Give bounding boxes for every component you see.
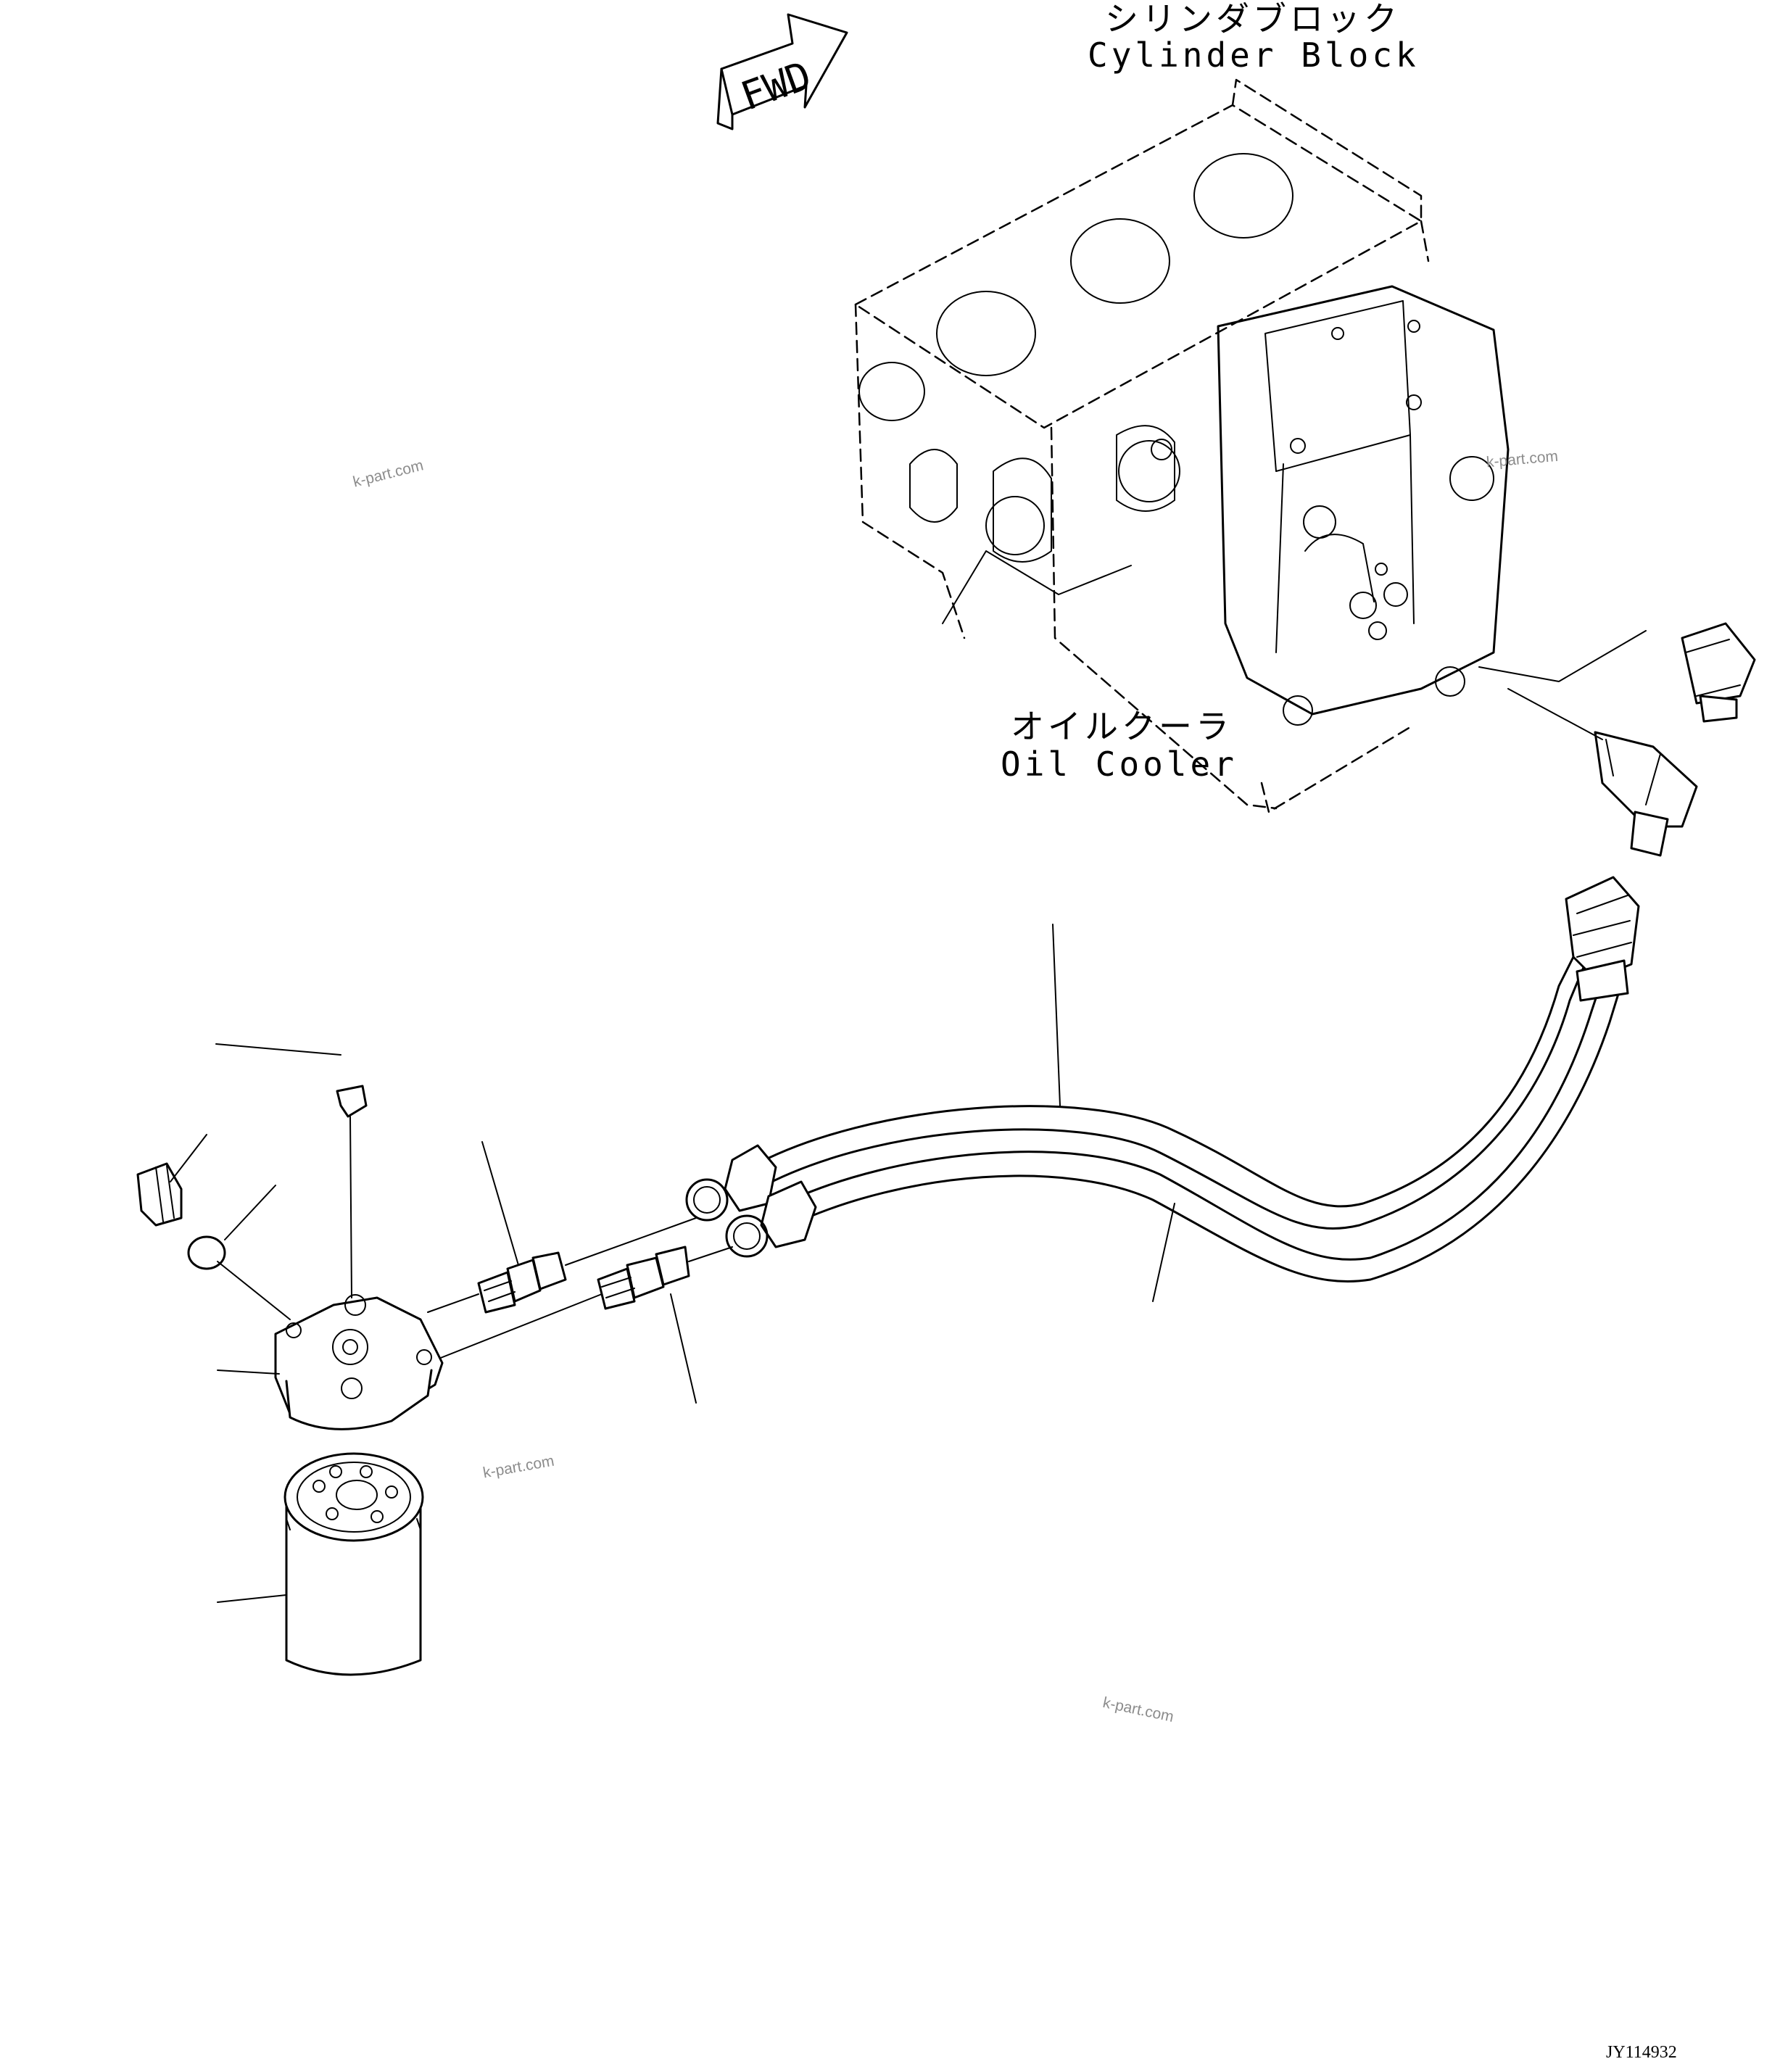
lower-leader-to-elbow bbox=[1507, 688, 1603, 740]
cylinder-block-outline bbox=[854, 78, 1430, 813]
plug-top bbox=[336, 1085, 368, 1298]
cylinder-block-label-en: Cylinder Block bbox=[1088, 36, 1420, 75]
oil-cooler-body bbox=[1217, 285, 1510, 726]
upper-leader-to-elbow bbox=[1478, 630, 1647, 682]
o-ring bbox=[187, 1235, 291, 1320]
oil-filter-head bbox=[274, 1294, 444, 1430]
drawing-code: JY114932 bbox=[1606, 2043, 1677, 2062]
oil-cooler-label-jp: オイルクーラ bbox=[1011, 707, 1233, 746]
oil-cooler-hoses bbox=[685, 876, 1640, 1282]
cylinder-block-label-jp: シリンダブロック bbox=[1105, 0, 1401, 38]
watermark-3: k-part.com bbox=[481, 1453, 555, 1482]
watermark-1: k-part.com bbox=[352, 457, 426, 490]
connector-flow-line-1 bbox=[427, 1217, 697, 1313]
lower-elbow-fitting bbox=[1594, 731, 1698, 857]
fwd-arrow-icon: FWD bbox=[716, 13, 848, 130]
watermark-2: k-part.com bbox=[1486, 448, 1559, 471]
oil-cooler-label-en: Oil Cooler bbox=[1001, 745, 1238, 784]
connector-flow-line-2 bbox=[427, 1246, 733, 1364]
watermark-4: k-part.com bbox=[1101, 1694, 1175, 1725]
fwd-label: FWD bbox=[735, 52, 817, 120]
straight-connector-1 bbox=[477, 1251, 567, 1314]
upper-elbow-fitting bbox=[1681, 622, 1756, 723]
oil-filter-cartridge bbox=[283, 1452, 424, 1676]
drain-plug bbox=[136, 1162, 183, 1227]
straight-connector-2 bbox=[597, 1246, 690, 1310]
callout-leaders bbox=[170, 924, 1175, 1603]
